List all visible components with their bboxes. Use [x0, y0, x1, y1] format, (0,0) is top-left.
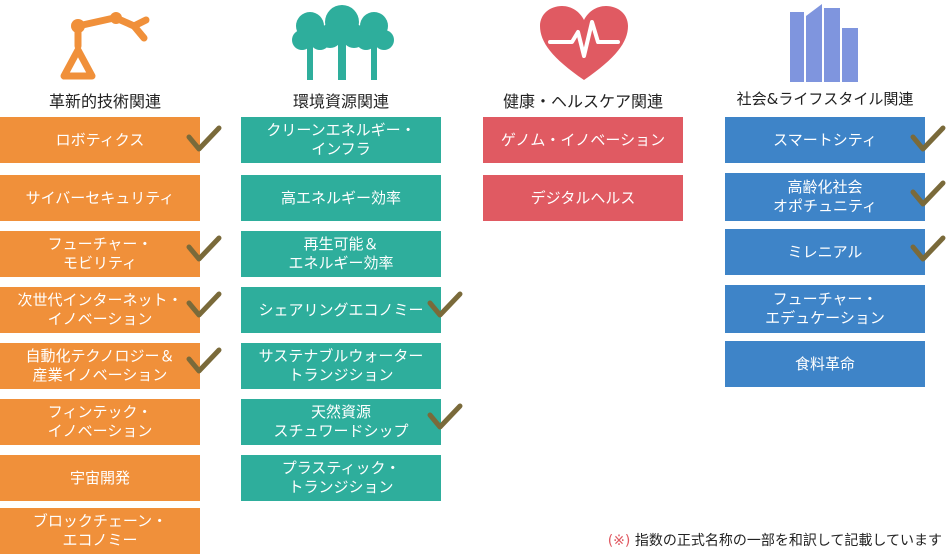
tile-food-revolution: 食料革命 — [725, 341, 925, 387]
footnote: (※) 指数の正式名称の一部を和訳して記載しています — [608, 530, 942, 550]
check-icon — [186, 125, 222, 152]
footnote-text: 指数の正式名称の一部を和訳して記載しています — [634, 533, 942, 549]
tile-sustainable-water: サステナブルウォーター トランジション — [241, 343, 441, 389]
tile-aging-society: 高齢化社会 オポチュニティ — [725, 173, 925, 221]
tile-renewable-energy: 再生可能＆ エネルギー効率 — [241, 231, 441, 277]
check-icon — [427, 291, 463, 318]
tile-fintech: フィンテック・ イノベーション — [0, 399, 200, 445]
tile-clean-energy: クリーンエネルギー・ インフラ — [241, 117, 441, 163]
tile-future-mobility: フューチャー・ モビリティ — [0, 231, 200, 277]
tile-digital-health: デジタルヘルス — [483, 175, 683, 221]
check-icon — [910, 180, 946, 207]
check-icon — [910, 235, 946, 262]
column-title-environment: 環境資源関連 — [292, 92, 389, 111]
footnote-mark: (※) — [607, 533, 631, 549]
tile-robotics: ロボティクス — [0, 117, 200, 163]
heart-pulse-icon — [538, 4, 630, 84]
tile-cyber-security: サイバーセキュリティ — [0, 175, 200, 221]
column-title-health: 健康・ヘルスケア関連 — [502, 92, 663, 111]
city-buildings-icon — [784, 2, 862, 82]
tile-next-gen-internet: 次世代インターネット・ イノベーション — [0, 287, 200, 333]
tile-future-education: フューチャー・ エデュケーション — [725, 285, 925, 333]
tile-plastic-transition: プラスティック・ トランジション — [241, 455, 441, 501]
tile-genome-innovation: ゲノム・イノベーション — [483, 117, 683, 163]
check-icon — [427, 403, 463, 430]
tile-energy-efficiency: 高エネルギー効率 — [241, 175, 441, 221]
tile-millennials: ミレニアル — [725, 229, 925, 275]
check-icon — [910, 125, 946, 152]
tile-natural-resources: 天然資源 スチュワードシップ — [241, 399, 441, 445]
tile-automation: 自動化テクノロジー＆ 産業イノベーション — [0, 343, 200, 389]
trees-icon — [290, 4, 394, 82]
column-title-society: 社会&ライフスタイル関連 — [736, 90, 914, 108]
robot-arm-icon — [50, 6, 160, 82]
check-icon — [186, 235, 222, 262]
tile-blockchain: ブロックチェーン・ エコノミー — [0, 508, 200, 554]
check-icon — [186, 347, 222, 374]
tile-smart-city: スマートシティ — [725, 117, 925, 163]
column-title-innovation: 革新的技術関連 — [48, 92, 161, 111]
tile-space: 宇宙開発 — [0, 455, 200, 501]
tile-sharing-economy: シェアリングエコノミー — [241, 287, 441, 333]
check-icon — [186, 291, 222, 318]
